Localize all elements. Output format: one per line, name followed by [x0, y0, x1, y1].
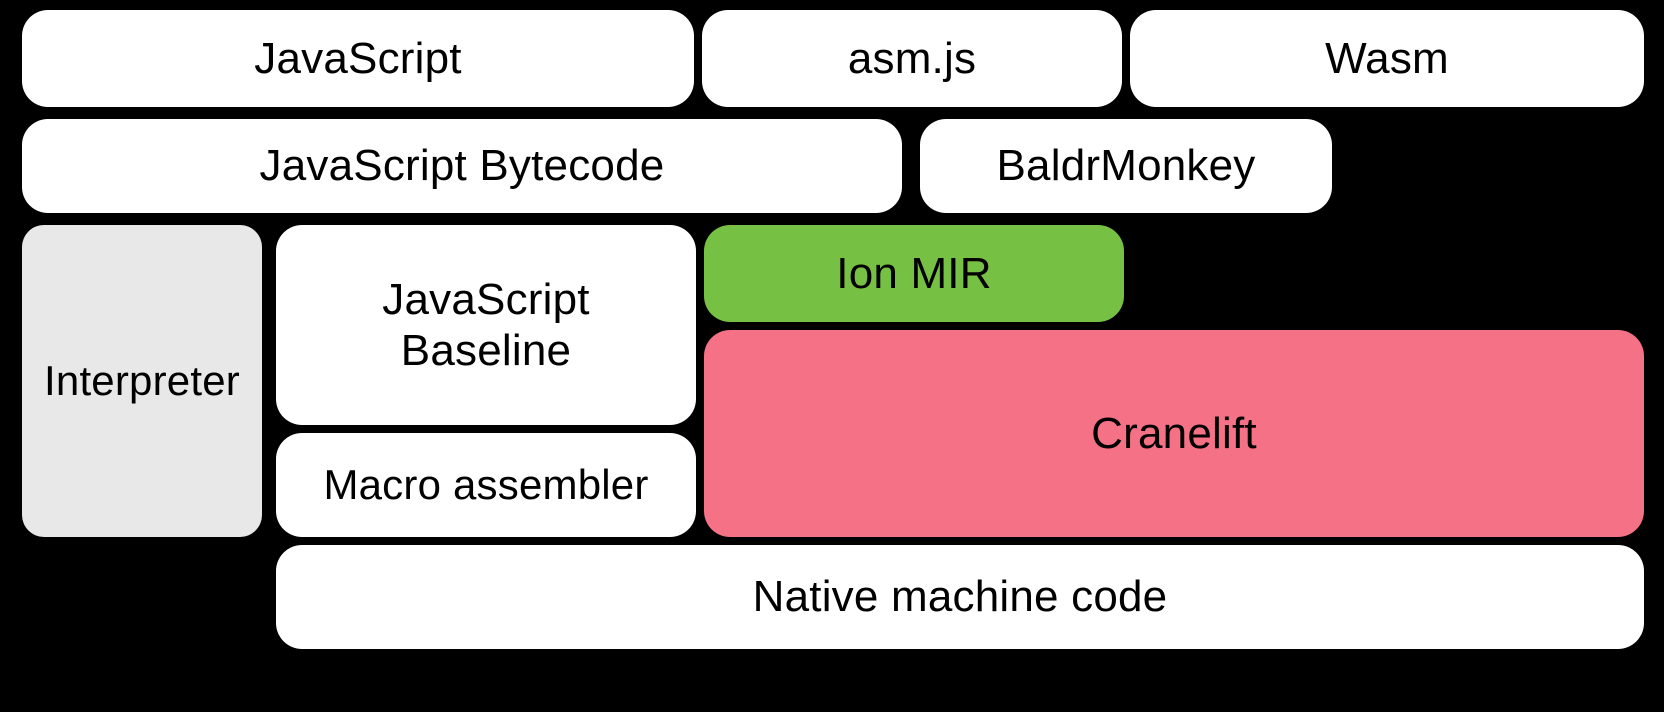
node-javascript[interactable]: JavaScript: [22, 10, 694, 107]
node-asmjs[interactable]: asm.js: [702, 10, 1122, 107]
node-macro-assembler[interactable]: Macro assembler: [276, 433, 696, 537]
node-native-machine-code[interactable]: Native machine code: [276, 545, 1644, 649]
node-ion-mir[interactable]: Ion MIR: [704, 225, 1124, 322]
node-wasm[interactable]: Wasm: [1130, 10, 1644, 107]
node-javascript-bytecode[interactable]: JavaScript Bytecode: [22, 119, 902, 213]
node-javascript-baseline[interactable]: JavaScript Baseline: [276, 225, 696, 425]
node-interpreter[interactable]: Interpreter: [22, 225, 262, 537]
node-baldrmonkey[interactable]: BaldrMonkey: [920, 119, 1332, 213]
node-cranelift[interactable]: Cranelift: [704, 330, 1644, 537]
